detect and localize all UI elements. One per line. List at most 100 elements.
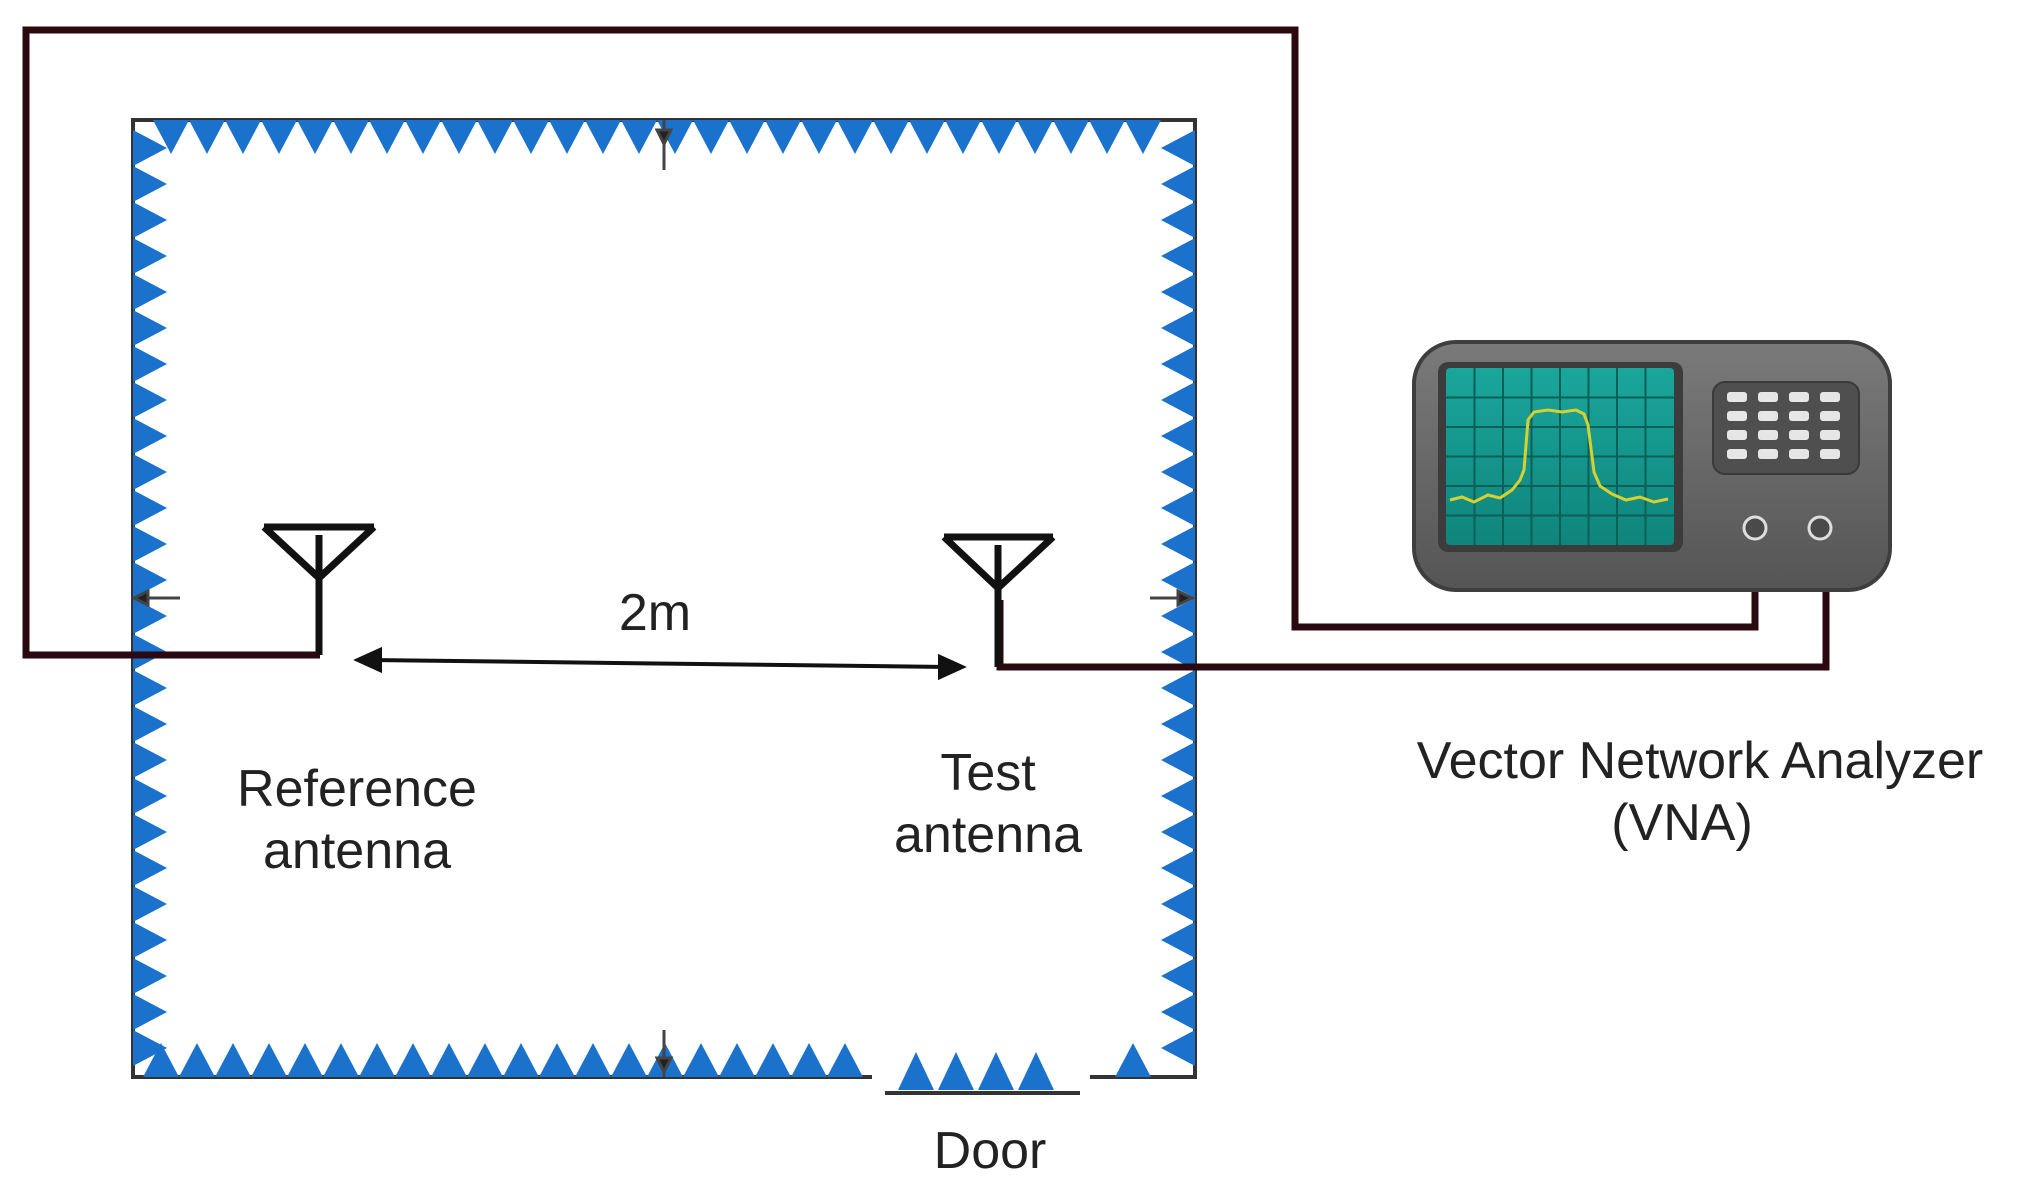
- absorber-cone: [585, 120, 621, 154]
- absorber-cone: [133, 706, 167, 742]
- absorber-cone: [179, 1043, 215, 1077]
- absorber-cone: [133, 742, 167, 778]
- keypad-key: [1789, 392, 1809, 402]
- absorber-cone: [513, 120, 549, 154]
- absorber-cone: [215, 1043, 251, 1077]
- absorber-cone: [837, 120, 873, 154]
- absorber-cone: [1053, 120, 1089, 154]
- absorber-cone: [755, 1043, 791, 1077]
- absorber-cone: [539, 1043, 575, 1077]
- anechoic-chamber: [131, 118, 1197, 1095]
- door-absorber-cone: [1018, 1052, 1054, 1090]
- absorber-cone: [133, 994, 167, 1030]
- absorber-cone: [1161, 562, 1195, 598]
- absorber-cone: [1161, 238, 1195, 274]
- absorber-cone: [1161, 742, 1195, 778]
- absorber-cone: [1161, 598, 1195, 634]
- absorber-cone: [801, 120, 837, 154]
- absorber-cone: [333, 120, 369, 154]
- keypad-key: [1820, 411, 1840, 421]
- absorber-cone: [133, 598, 167, 634]
- absorber-cone: [575, 1043, 611, 1077]
- absorber-cone: [1161, 274, 1195, 310]
- absorber-cone: [549, 120, 585, 154]
- absorber-cone: [133, 490, 167, 526]
- absorber-cone: [133, 310, 167, 346]
- absorber-cone: [1161, 526, 1195, 562]
- absorber-cone: [225, 120, 261, 154]
- absorber-cone: [1089, 120, 1125, 154]
- absorber-cone: [323, 1043, 359, 1077]
- keypad-key: [1820, 430, 1840, 440]
- absorber-cone: [1161, 454, 1195, 490]
- absorber-cone: [729, 120, 765, 154]
- absorber-cone: [827, 1043, 863, 1077]
- absorber-cone: [1161, 634, 1195, 670]
- reference-antenna-icon: [261, 523, 377, 655]
- absorber-cone: [1161, 850, 1195, 886]
- absorber-cone: [1161, 382, 1195, 418]
- absorber-cone: [133, 886, 167, 922]
- absorber-cone: [405, 120, 441, 154]
- door-absorber-cone: [898, 1052, 934, 1090]
- absorber-cone: [287, 1043, 323, 1077]
- absorber-cone: [719, 1043, 755, 1077]
- absorber-cone: [133, 130, 167, 166]
- absorber-cone: [1161, 418, 1195, 454]
- absorber-cones: [133, 120, 1195, 1077]
- absorber-cone: [1161, 310, 1195, 346]
- absorber-cone: [1161, 814, 1195, 850]
- absorber-cone: [873, 120, 909, 154]
- absorber-cone: [133, 562, 167, 598]
- absorber-cone: [945, 120, 981, 154]
- vna-port-2: [1807, 515, 1833, 541]
- door-label: Door: [934, 1122, 1047, 1180]
- door-absorber-cone: [938, 1052, 974, 1090]
- absorber-cone: [133, 274, 167, 310]
- absorber-cone: [133, 778, 167, 814]
- absorber-cone: [133, 1030, 167, 1066]
- vna-label-line2: (VNA): [1611, 794, 1753, 852]
- keypad-key: [1758, 449, 1778, 459]
- absorber-cone: [133, 346, 167, 382]
- vna-label-line1: Vector Network Analyzer: [1417, 732, 1983, 790]
- keypad-key: [1789, 411, 1809, 421]
- absorber-cone: [133, 850, 167, 886]
- absorber-cone: [611, 1043, 647, 1077]
- absorber-cone: [1161, 166, 1195, 202]
- reference-antenna-label-line1: Reference: [237, 760, 477, 818]
- keypad-key: [1820, 392, 1840, 402]
- absorber-cone: [133, 418, 167, 454]
- test-antenna-label-line2: antenna: [894, 806, 1082, 864]
- absorber-cone: [621, 120, 657, 154]
- keypad-key: [1727, 449, 1747, 459]
- absorber-cone: [251, 1043, 287, 1077]
- test-antenna-label-line1: Test: [940, 744, 1036, 802]
- vna-keypad-keys: [1727, 392, 1840, 459]
- absorber-cone: [467, 1043, 503, 1077]
- reference-cable: [22, 26, 1759, 659]
- absorber-cone: [1161, 130, 1195, 166]
- keypad-key: [1758, 430, 1778, 440]
- absorber-cone: [1161, 958, 1195, 994]
- absorber-cone: [133, 202, 167, 238]
- keypad-key: [1727, 430, 1747, 440]
- distance-label: 2m: [619, 584, 691, 642]
- keypad-key: [1820, 449, 1840, 459]
- distance-arrow: [353, 646, 967, 681]
- absorber-cone: [1161, 922, 1195, 958]
- absorber-cone: [1017, 120, 1053, 154]
- keypad-key: [1727, 411, 1747, 421]
- absorber-cone: [133, 166, 167, 202]
- absorber-cone: [765, 120, 801, 154]
- keypad-key: [1758, 392, 1778, 402]
- absorber-cone: [395, 1043, 431, 1077]
- absorber-cone: [503, 1043, 539, 1077]
- absorber-cone: [1161, 886, 1195, 922]
- vna-trace: [1449, 408, 1669, 504]
- absorber-cone: [153, 120, 189, 154]
- absorber-cone: [431, 1043, 467, 1077]
- absorber-cone: [477, 120, 513, 154]
- vna-instrument-icon: [1412, 340, 1892, 592]
